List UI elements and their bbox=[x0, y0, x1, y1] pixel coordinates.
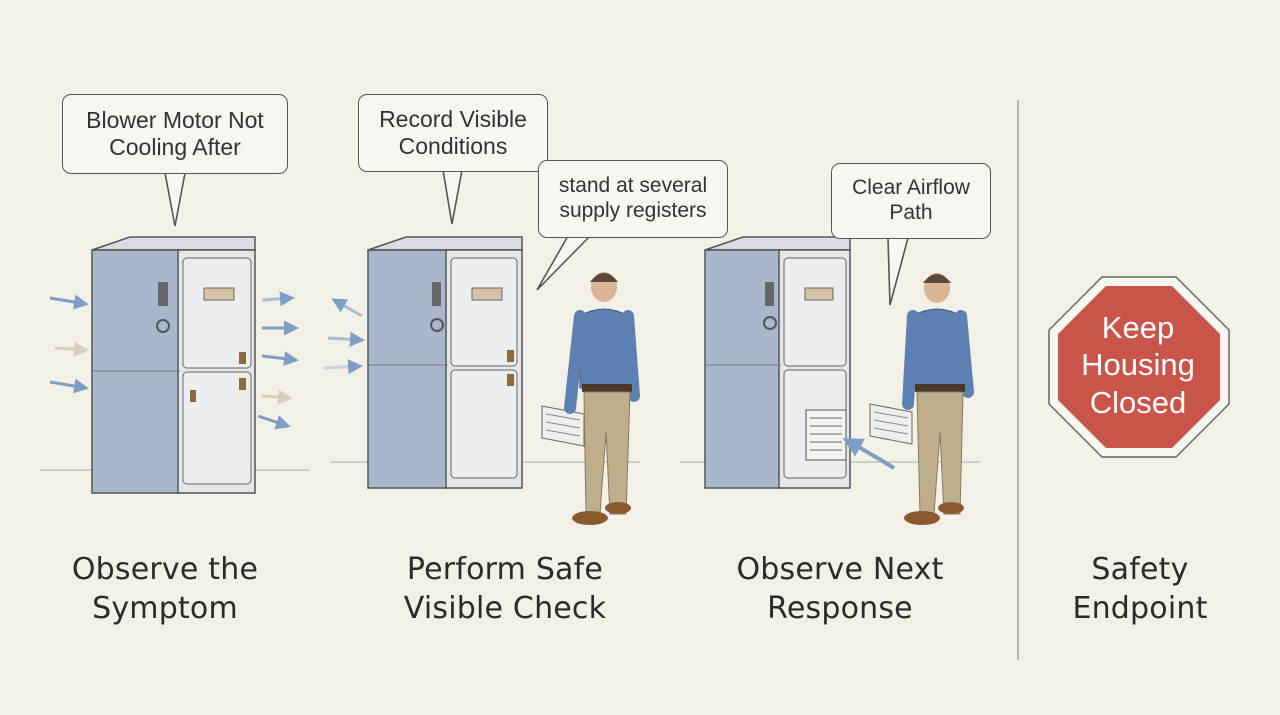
caption-observe-response: Observe Next Response bbox=[736, 552, 944, 626]
technician-figure-1 bbox=[564, 272, 640, 525]
caption-perform-check: Perform Safe Visible Check bbox=[403, 552, 607, 626]
supply-register-1 bbox=[541, 405, 585, 447]
callout-blower-motor: Blower Motor Not Cooling After bbox=[62, 94, 288, 174]
section-divider bbox=[1017, 100, 1019, 660]
callout-clear-airflow: Clear Airflow Path bbox=[831, 163, 991, 239]
airflow-arrows-2 bbox=[323, 298, 365, 375]
airflow-arrows-1 bbox=[49, 291, 299, 430]
caption-observe-symptom: Observe the Symptom bbox=[71, 552, 259, 626]
caption-safety-endpoint: Safety Endpoint bbox=[1072, 552, 1208, 626]
furnace-unit-1 bbox=[40, 236, 310, 494]
callout-stand-registers: stand at several supply registers bbox=[538, 160, 728, 238]
intake-arrow bbox=[842, 438, 896, 470]
supply-register-2 bbox=[869, 403, 913, 445]
furnace-unit-2 bbox=[330, 236, 640, 489]
technician-figure-2 bbox=[902, 273, 974, 525]
callout-record-conditions: Record Visible Conditions bbox=[358, 94, 548, 172]
stop-sign-text: Keep Housing Closed bbox=[1081, 310, 1195, 420]
stop-sign bbox=[1048, 276, 1230, 458]
bubble-tails bbox=[164, 169, 909, 306]
